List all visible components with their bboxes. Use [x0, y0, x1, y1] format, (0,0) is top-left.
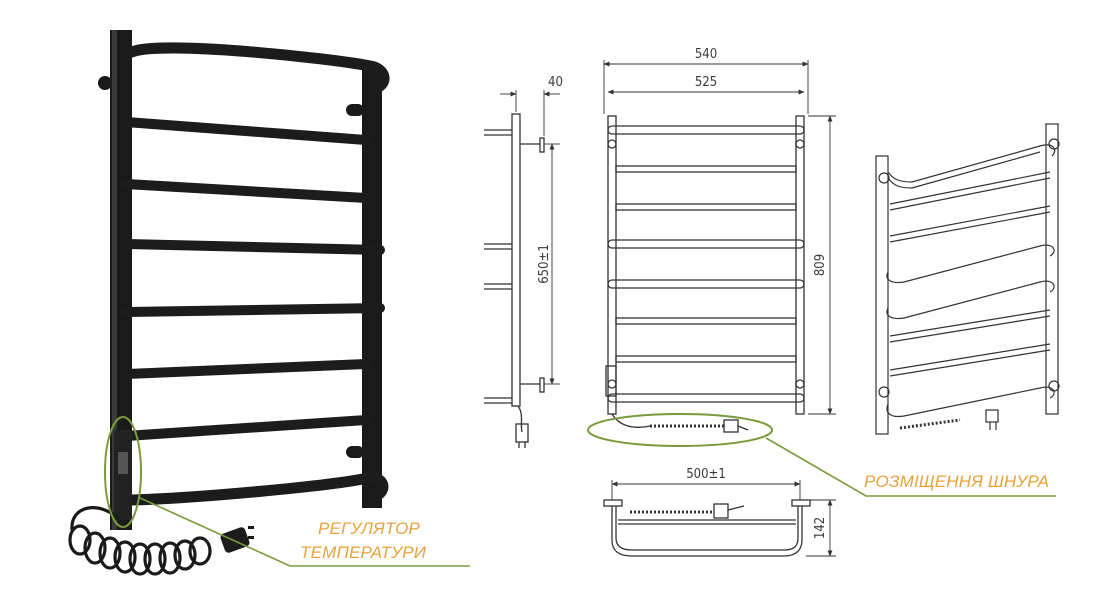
side-post [511, 113, 521, 407]
coiled-cord [68, 506, 212, 576]
regulator-callout-ring [104, 416, 142, 528]
rungs [121, 117, 385, 441]
dim-mount-distance: 650±1 [537, 244, 552, 284]
cord-placement-label: РОЗМІЩЕННЯ ШНУРА [864, 472, 1050, 491]
regulator-label-line2: ТЕМПЕРАТУРИ [300, 543, 427, 562]
dim-depth: 40 [548, 75, 563, 90]
bottom-bar [126, 472, 389, 506]
product-render [68, 30, 470, 576]
temperature-regulator [114, 430, 132, 520]
plug [220, 526, 254, 553]
front-right-post [795, 115, 805, 415]
regulator-label-line1: РЕГУЛЯТОР [318, 519, 421, 538]
front-left-post [607, 115, 617, 415]
side-dimensions [500, 90, 560, 385]
regulator-leader-line [139, 497, 470, 567]
dim-bottom-depth: 142 [813, 517, 828, 539]
dim-overall-width: 540 [695, 47, 717, 62]
cord-leader-line [765, 437, 1056, 497]
bottom-view [603, 499, 811, 557]
cord-callout-ring [587, 413, 773, 447]
top-bar [126, 42, 390, 92]
front-view [605, 115, 805, 433]
dim-inner-width: 525 [695, 75, 717, 90]
dim-height: 809 [813, 254, 828, 276]
bottom-dimensions [611, 480, 836, 557]
right-post [362, 68, 382, 508]
side-view [484, 113, 545, 448]
isometric-view [875, 123, 1060, 435]
dim-bottom-width: 500±1 [686, 467, 726, 482]
front-dimensions [603, 60, 836, 415]
mount-pegs [98, 76, 364, 458]
